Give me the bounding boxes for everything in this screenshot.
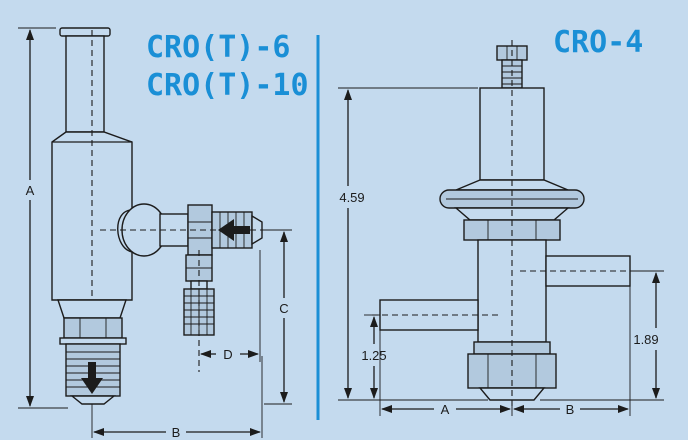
right-dim-b-label: B bbox=[566, 402, 575, 417]
right-dim-upper-label: 1.89 bbox=[633, 332, 658, 347]
left-valve-drawing bbox=[51, 27, 280, 405]
left-title-line1: CRO(T)-6 bbox=[146, 30, 291, 65]
left-dim-d-label: D bbox=[223, 347, 232, 362]
right-title: CRO-4 bbox=[553, 25, 643, 60]
left-dim-a-label: A bbox=[26, 183, 35, 198]
right-valve-drawing bbox=[372, 40, 638, 410]
left-dimension-lines bbox=[18, 27, 292, 438]
right-dim-a-label: A bbox=[441, 402, 450, 417]
left-dim-c-label: C bbox=[279, 301, 288, 316]
right-dim-lower-label: 1.25 bbox=[361, 348, 386, 363]
right-dimension-lines bbox=[338, 87, 664, 416]
right-dim-height-label: 4.59 bbox=[339, 190, 364, 205]
left-dim-b-label: B bbox=[172, 425, 181, 440]
left-title-line2: CRO(T)-10 bbox=[146, 68, 309, 103]
